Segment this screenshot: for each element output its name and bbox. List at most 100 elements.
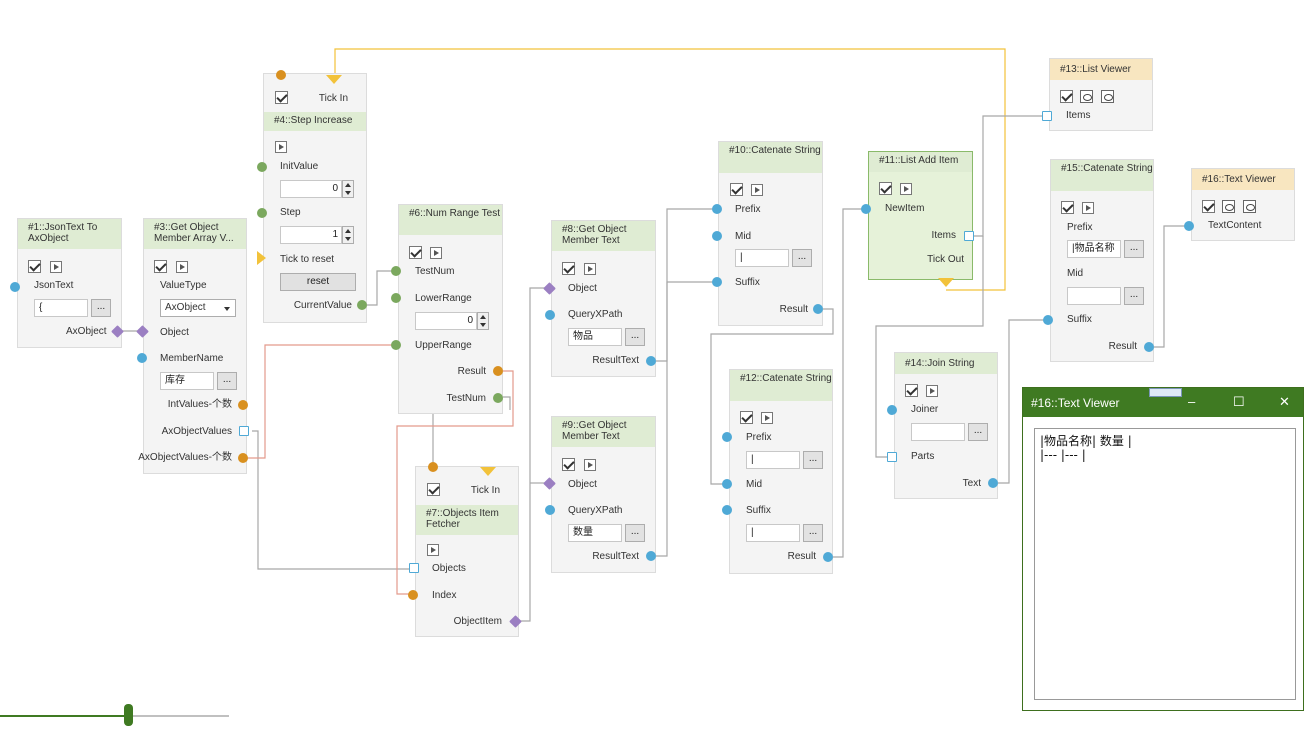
queryxpath-edit-button[interactable]: ... bbox=[625, 328, 645, 346]
window-grip-icon[interactable] bbox=[1149, 388, 1182, 397]
initvalue-spinner[interactable] bbox=[342, 180, 354, 198]
list-port-icon[interactable] bbox=[964, 231, 974, 241]
string-port-icon[interactable] bbox=[10, 282, 20, 292]
node-catenate-string-12[interactable]: #12::Catenate String Prefix | ... Mid Su… bbox=[729, 369, 833, 574]
run-button[interactable] bbox=[1082, 202, 1094, 214]
queryxpath-input[interactable]: 数量 bbox=[568, 524, 622, 542]
prefix-input[interactable]: |物品名称 bbox=[1067, 240, 1121, 258]
enabled-checkbox[interactable] bbox=[905, 384, 918, 397]
enabled-checkbox[interactable] bbox=[730, 183, 743, 196]
number-port-icon[interactable] bbox=[257, 208, 267, 218]
queryxpath-edit-button[interactable]: ... bbox=[625, 524, 645, 542]
jsontext-input[interactable]: { bbox=[34, 299, 88, 317]
run-button[interactable] bbox=[900, 183, 912, 195]
list-port-icon[interactable] bbox=[887, 452, 897, 462]
node-get-object-member-text-9[interactable]: #9::Get Object Member Text Object QueryX… bbox=[551, 416, 656, 573]
node-step-increase[interactable]: Tick In #4::Step Increase InitValue 0 St… bbox=[263, 73, 367, 323]
string-port-icon[interactable] bbox=[712, 231, 722, 241]
bool-port-icon[interactable] bbox=[493, 366, 503, 376]
enabled-checkbox[interactable] bbox=[427, 483, 440, 496]
number-port-icon[interactable] bbox=[391, 266, 401, 276]
valuetype-select[interactable]: AxObject bbox=[160, 299, 236, 317]
initvalue-input[interactable]: 0 bbox=[280, 180, 342, 198]
joiner-input[interactable] bbox=[911, 423, 965, 441]
enabled-checkbox[interactable] bbox=[1202, 200, 1215, 213]
run-button[interactable] bbox=[176, 261, 188, 273]
membername-edit-button[interactable]: ... bbox=[217, 372, 237, 390]
reset-button[interactable]: reset bbox=[280, 273, 356, 291]
lowerrange-input[interactable]: 0 bbox=[415, 312, 477, 330]
run-button[interactable] bbox=[430, 247, 442, 259]
string-port-icon[interactable] bbox=[137, 353, 147, 363]
number-port-icon[interactable] bbox=[357, 300, 367, 310]
list-port-icon[interactable] bbox=[1042, 111, 1052, 121]
enabled-checkbox[interactable] bbox=[1061, 201, 1074, 214]
jsontext-edit-button[interactable]: ... bbox=[91, 299, 111, 317]
view-detail-icon[interactable] bbox=[1101, 90, 1114, 103]
string-port-icon[interactable] bbox=[1043, 315, 1053, 325]
node-catenate-string-15[interactable]: #15::Catenate String Prefix |物品名称 ... Mi… bbox=[1050, 159, 1154, 362]
text-content-area[interactable]: |物品名称| 数量 | |--- |--- | bbox=[1034, 428, 1296, 700]
node-get-object-member-text-8[interactable]: #8::Get Object Member Text Object QueryX… bbox=[551, 220, 656, 377]
slider-thumb[interactable] bbox=[124, 704, 133, 726]
enabled-checkbox[interactable] bbox=[562, 262, 575, 275]
zoom-slider[interactable] bbox=[0, 704, 230, 731]
bool-port-icon[interactable] bbox=[428, 462, 438, 472]
node-join-string[interactable]: #14::Join String Joiner ... Parts Text bbox=[894, 352, 998, 499]
bool-port-icon[interactable] bbox=[276, 70, 286, 80]
enabled-checkbox[interactable] bbox=[154, 260, 167, 273]
string-port-icon[interactable] bbox=[712, 204, 722, 214]
integer-port-icon[interactable] bbox=[238, 400, 248, 410]
node-jsontext-to-axobject[interactable]: #1::JsonText To AxObject JsonText { ... … bbox=[17, 218, 122, 348]
lowerrange-spinner[interactable] bbox=[477, 312, 489, 330]
prefix-edit-button[interactable]: ... bbox=[803, 451, 823, 469]
node-list-viewer[interactable]: #13::List Viewer Items bbox=[1049, 58, 1153, 131]
step-spinner[interactable] bbox=[342, 226, 354, 244]
view-icon[interactable] bbox=[1080, 90, 1093, 103]
integer-port-icon[interactable] bbox=[238, 453, 248, 463]
string-port-icon[interactable] bbox=[722, 432, 732, 442]
mid-edit-button[interactable]: ... bbox=[1124, 287, 1144, 305]
prefix-input[interactable]: | bbox=[746, 451, 800, 469]
string-port-icon[interactable] bbox=[861, 204, 871, 214]
string-port-icon[interactable] bbox=[712, 277, 722, 287]
run-button[interactable] bbox=[761, 412, 773, 424]
run-button[interactable] bbox=[926, 385, 938, 397]
prefix-edit-button[interactable]: ... bbox=[1124, 240, 1144, 258]
enabled-checkbox[interactable] bbox=[28, 260, 41, 273]
string-port-icon[interactable] bbox=[646, 551, 656, 561]
node-text-viewer[interactable]: #16::Text Viewer TextContent bbox=[1191, 168, 1295, 241]
view-detail-icon[interactable] bbox=[1243, 200, 1256, 213]
node-catenate-string-10[interactable]: #10::Catenate String Prefix Mid | ... Su… bbox=[718, 141, 823, 326]
string-port-icon[interactable] bbox=[545, 505, 555, 515]
run-button[interactable] bbox=[50, 261, 62, 273]
text-viewer-window[interactable]: #16::Text Viewer – ☐ ✕ |物品名称| 数量 | |--- … bbox=[1022, 387, 1304, 711]
enabled-checkbox[interactable] bbox=[740, 411, 753, 424]
view-icon[interactable] bbox=[1222, 200, 1235, 213]
mid-edit-button[interactable]: ... bbox=[792, 249, 812, 267]
string-port-icon[interactable] bbox=[1144, 342, 1154, 352]
run-button[interactable] bbox=[427, 544, 439, 556]
string-port-icon[interactable] bbox=[813, 304, 823, 314]
string-port-icon[interactable] bbox=[823, 552, 833, 562]
string-port-icon[interactable] bbox=[988, 478, 998, 488]
close-icon[interactable]: ✕ bbox=[1279, 394, 1290, 409]
number-port-icon[interactable] bbox=[493, 393, 503, 403]
mid-input[interactable] bbox=[1067, 287, 1121, 305]
list-port-icon[interactable] bbox=[239, 426, 249, 436]
number-port-icon[interactable] bbox=[257, 162, 267, 172]
node-get-object-member-array[interactable]: #3::Get Object Member Array V... ValueTy… bbox=[138, 218, 247, 474]
string-port-icon[interactable] bbox=[722, 479, 732, 489]
enabled-checkbox[interactable] bbox=[562, 458, 575, 471]
node-objects-item-fetcher[interactable]: Tick In #7::Objects Item Fetcher Objects… bbox=[415, 466, 519, 637]
list-port-icon[interactable] bbox=[409, 563, 419, 573]
number-port-icon[interactable] bbox=[391, 340, 401, 350]
node-num-range-test[interactable]: #6::Num Range Test TestNum LowerRange 0 … bbox=[398, 204, 503, 414]
string-port-icon[interactable] bbox=[722, 505, 732, 515]
window-titlebar[interactable]: #16::Text Viewer – ☐ ✕ bbox=[1023, 388, 1303, 417]
step-input[interactable]: 1 bbox=[280, 226, 342, 244]
suffix-input[interactable]: | bbox=[746, 524, 800, 542]
run-button[interactable] bbox=[751, 184, 763, 196]
enabled-checkbox[interactable] bbox=[1060, 90, 1073, 103]
membername-input[interactable]: 库存 bbox=[160, 372, 214, 390]
